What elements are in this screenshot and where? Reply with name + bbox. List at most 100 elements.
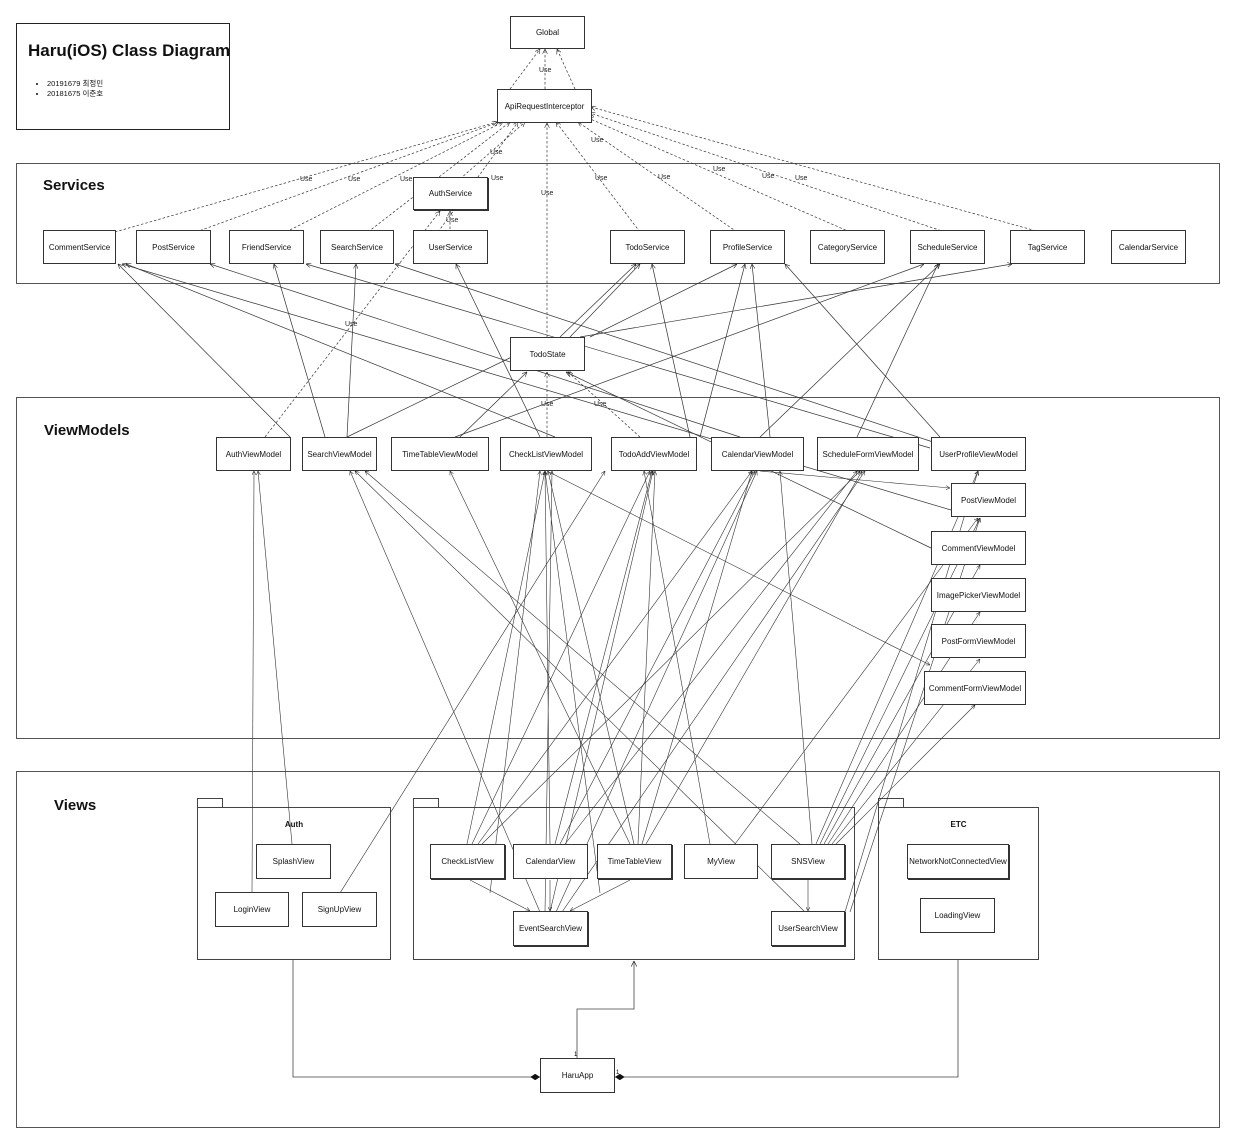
profile-service-class: ProfileService	[710, 230, 785, 264]
use-dependency	[459, 122, 525, 180]
association-edge	[561, 471, 865, 913]
use-label: Use	[300, 176, 313, 183]
use-label: Use	[795, 175, 808, 182]
association-edge	[251, 471, 254, 894]
association-edge	[395, 264, 934, 443]
association-edge	[350, 471, 541, 913]
association-edge	[579, 264, 1012, 338]
use-dependency	[591, 107, 1041, 233]
author-item: 20191679 최정민	[47, 79, 103, 89]
association-edge	[339, 471, 605, 894]
etc-package-tab	[878, 798, 904, 808]
association-edge	[546, 470, 930, 666]
calendar-service-class: CalendarService	[1111, 230, 1186, 264]
association-edge	[466, 471, 545, 845]
my-view-class: MyView	[684, 844, 758, 879]
association-edge	[555, 471, 757, 913]
use-dependency	[590, 113, 946, 233]
tag-service-class: TagService	[1010, 230, 1085, 264]
association-edge	[785, 264, 941, 438]
post-service-class: PostService	[136, 230, 211, 264]
checklist-view-class: CheckListView	[430, 844, 505, 879]
splash-view-class: SplashView	[256, 844, 331, 879]
association-edge	[469, 879, 530, 912]
use-label: Use	[541, 190, 554, 197]
todo-add-view-model-class: TodoAddViewModel	[611, 437, 697, 471]
search-view-model-class: SearchViewModel	[302, 437, 377, 471]
auth-package-title: Auth	[284, 820, 304, 829]
post-form-view-model-class: PostFormViewModel	[931, 624, 1026, 658]
author-item: 20181675 이준호	[47, 89, 103, 99]
loading-view-class: LoadingView	[920, 898, 995, 933]
association-edge	[652, 264, 691, 438]
etc-package-title: ETC	[950, 820, 967, 829]
title-box: Haru(iOS) Class Diagram 20191679 최정민 201…	[16, 23, 230, 130]
views-section-label: Views	[54, 797, 97, 814]
composition-edge	[292, 960, 540, 1081]
services-section	[16, 163, 1220, 284]
association-edge	[210, 264, 741, 438]
signup-view-class: SignUpView	[302, 892, 377, 927]
association-edge	[355, 471, 806, 913]
comment-view-model-class: CommentViewModel	[931, 531, 1026, 565]
association-edge	[477, 471, 752, 845]
network-not-connected-view-class: NetworkNotConnectedView	[907, 844, 1009, 879]
diagram-title: Haru(iOS) Class Diagram	[28, 41, 231, 60]
use-dependency	[114, 122, 497, 233]
association-edge	[274, 264, 326, 438]
association-edge	[481, 471, 860, 845]
user-service-class: UserService	[413, 230, 488, 264]
association-edge	[122, 264, 952, 511]
etc-package	[878, 807, 1039, 960]
use-label: Use	[491, 175, 504, 182]
association-edge	[637, 471, 655, 845]
timetable-view-class: TimeTableView	[597, 844, 672, 879]
association-edge	[734, 518, 978, 845]
use-dependency	[588, 118, 851, 233]
association-edge	[118, 264, 291, 438]
use-label: Use	[348, 176, 361, 183]
multiplicity-label: 1	[616, 1070, 620, 1076]
association-edge	[545, 471, 551, 845]
calendar-view-model-class: CalendarViewModel	[711, 437, 804, 471]
association-edge	[554, 471, 652, 845]
global-class: Global	[510, 16, 585, 49]
association-edge	[545, 471, 601, 894]
author-list: 20191679 최정민 20181675 이준호	[25, 79, 103, 99]
user-search-view-class: UserSearchView	[771, 911, 845, 946]
todo-service-class: TodoService	[610, 230, 685, 264]
use-label: Use	[762, 173, 775, 180]
association-edge	[759, 470, 950, 488]
sns-view-class: SNSView	[771, 844, 845, 879]
auth-view-model-class: AuthViewModel	[216, 437, 291, 471]
use-dependency	[285, 121, 503, 233]
friend-service-class: FriendService	[229, 230, 304, 264]
comment-service-class: CommentService	[43, 230, 116, 264]
association-edge	[819, 518, 980, 845]
association-edge	[835, 705, 975, 845]
use-label: Use	[345, 321, 358, 328]
haru-app-class: HaruApp	[540, 1058, 615, 1093]
association-edge	[570, 879, 631, 912]
multiplicity-label: 1	[574, 1052, 578, 1058]
association-edge	[559, 264, 636, 338]
api-request-interceptor-class: ApiRequestInterceptor	[497, 89, 592, 123]
views-section	[16, 771, 1220, 1128]
use-dependency	[556, 122, 641, 233]
use-label: Use	[591, 137, 604, 144]
association-edge	[548, 471, 635, 845]
checklist-view-model-class: CheckListViewModel	[500, 437, 592, 471]
association-edge	[589, 263, 737, 338]
association-edge	[759, 264, 940, 438]
association-edge	[559, 471, 756, 845]
association-edge	[365, 471, 801, 845]
post-view-model-class: PostViewModel	[951, 483, 1026, 517]
auth-service-class: AuthService	[413, 177, 488, 210]
association-edge	[306, 264, 931, 449]
services-section-label: Services	[43, 177, 105, 194]
association-edge	[450, 471, 631, 845]
use-label: Use	[539, 67, 552, 74]
association-edge	[780, 471, 813, 845]
user-profile-view-model-class: UserProfileViewModel	[931, 437, 1026, 471]
